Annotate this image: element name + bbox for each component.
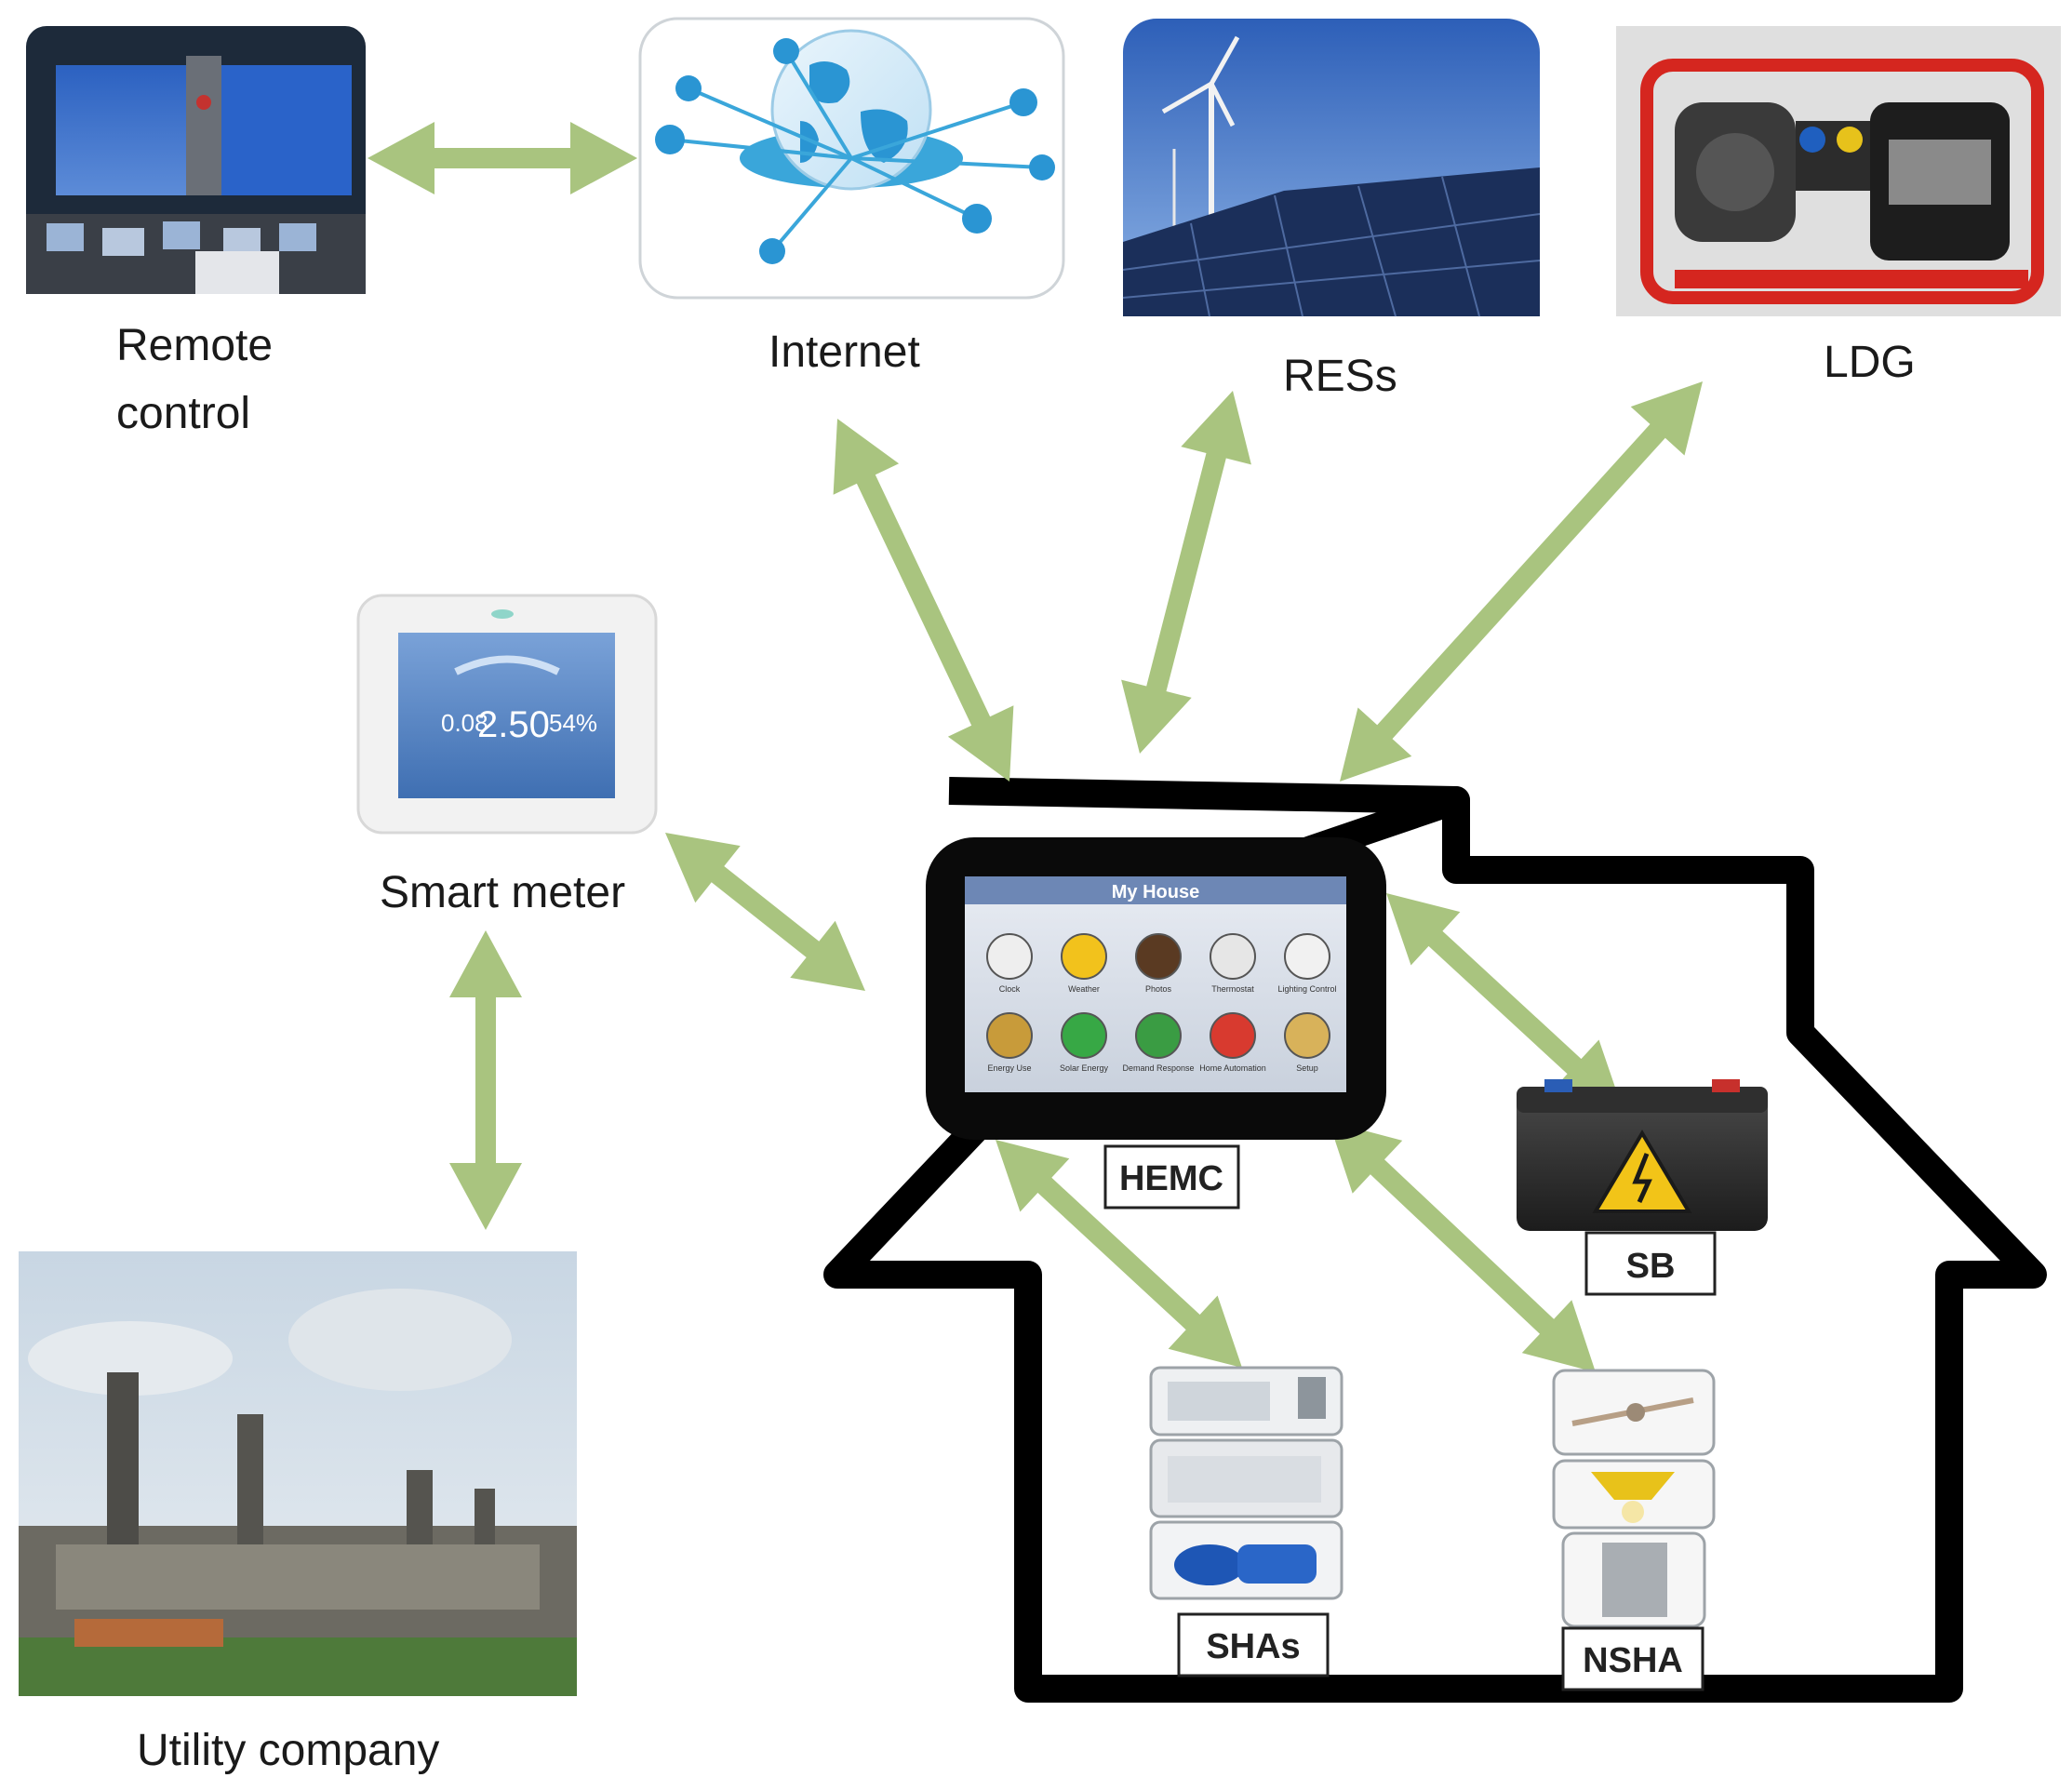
- ldg-label: LDG: [1824, 338, 1916, 387]
- hemc-app-icon: [1061, 1012, 1107, 1059]
- hemc-app-label: Photos: [1145, 984, 1172, 994]
- shas-appliances: [1149, 1366, 1343, 1600]
- shas-label-box: [1177, 1612, 1330, 1677]
- hemc-app-icon: [1061, 933, 1107, 980]
- hemc-app-icon: [986, 933, 1033, 980]
- hemc-app-icon: [986, 1012, 1033, 1059]
- hemc-app-icon: [1135, 1012, 1182, 1059]
- arrow-hemc-nsha: [1329, 1121, 1596, 1372]
- nsha-appliances: [1552, 1369, 1716, 1628]
- arrow-hemc-shas: [996, 1140, 1242, 1368]
- ldg-generator-image: [1616, 26, 2061, 316]
- arrow-smartmeter-hemc: [665, 833, 865, 991]
- hemc-tablet: My House Clock Weather Photos Thermostat Lig…: [926, 837, 1386, 1140]
- hemc-app-icon: [1284, 933, 1330, 980]
- remote-control-image: [26, 26, 366, 294]
- sb-label: SB: [1626, 1247, 1676, 1286]
- nsha-label: NSHA: [1583, 1641, 1683, 1680]
- hemc-app-label: Energy Use: [987, 1063, 1031, 1073]
- arrow-internet-hemc: [833, 419, 1014, 782]
- connection-arrows: [368, 122, 1703, 1372]
- arrow-smartmeter-utility: [449, 930, 522, 1230]
- hemc-app-icon: [1210, 933, 1256, 980]
- hemc-app-label: Solar Energy: [1060, 1063, 1109, 1073]
- hemc-app-icon: [1210, 1012, 1256, 1059]
- hemc-app-label: Demand Response: [1122, 1063, 1194, 1073]
- arrow-ress-hemc: [1121, 391, 1251, 754]
- meter-left-value: 0.08: [441, 709, 488, 737]
- hemc-app-icon: [1284, 1012, 1330, 1059]
- hemc-label-box: [1103, 1144, 1240, 1210]
- utility-plant-image: [19, 1251, 577, 1696]
- nsha-label-box: [1561, 1626, 1704, 1691]
- hemc-app-label: Setup: [1296, 1063, 1318, 1073]
- hemc-app-label: Lighting Control: [1277, 984, 1336, 994]
- arrow-ldg-hemc: [1340, 381, 1703, 782]
- arrow-hemc-sb: [1386, 893, 1624, 1112]
- shas-label: SHAs: [1206, 1627, 1300, 1666]
- hemc-app-icon: [1135, 933, 1182, 980]
- sb-label-box: [1584, 1231, 1717, 1296]
- internet-globe-image: [638, 17, 1065, 300]
- ress-label: RESs: [1283, 352, 1397, 401]
- smart-meter-image: 0.08 2.50 54%: [356, 594, 658, 835]
- smart-meter-label: Smart meter: [380, 868, 625, 917]
- hemc-app-label: Home Automation: [1199, 1063, 1266, 1073]
- storage-battery-image: [1517, 1079, 1768, 1231]
- hemc-app-grid: Clock Weather Photos Thermostat Lighting Con…: [986, 933, 1337, 1073]
- remote-control-label-line1: Remote: [116, 321, 273, 370]
- hemc-label: HEMC: [1119, 1159, 1223, 1198]
- utility-company-label: Utility company: [137, 1726, 439, 1775]
- remote-control-label-line2: control: [116, 389, 250, 438]
- ress-solar-wind-image: [1122, 19, 1541, 317]
- internet-label: Internet: [769, 327, 920, 377]
- hemc-screen-title: My House: [1112, 882, 1199, 902]
- hemc-app-label: Thermostat: [1211, 984, 1254, 994]
- hemc-app-label: Clock: [999, 984, 1021, 994]
- meter-main-value: 2.50: [477, 704, 550, 745]
- arrow-remote-internet: [368, 122, 637, 194]
- hemc-app-label: Weather: [1068, 984, 1100, 994]
- meter-right-value: 54%: [549, 709, 597, 737]
